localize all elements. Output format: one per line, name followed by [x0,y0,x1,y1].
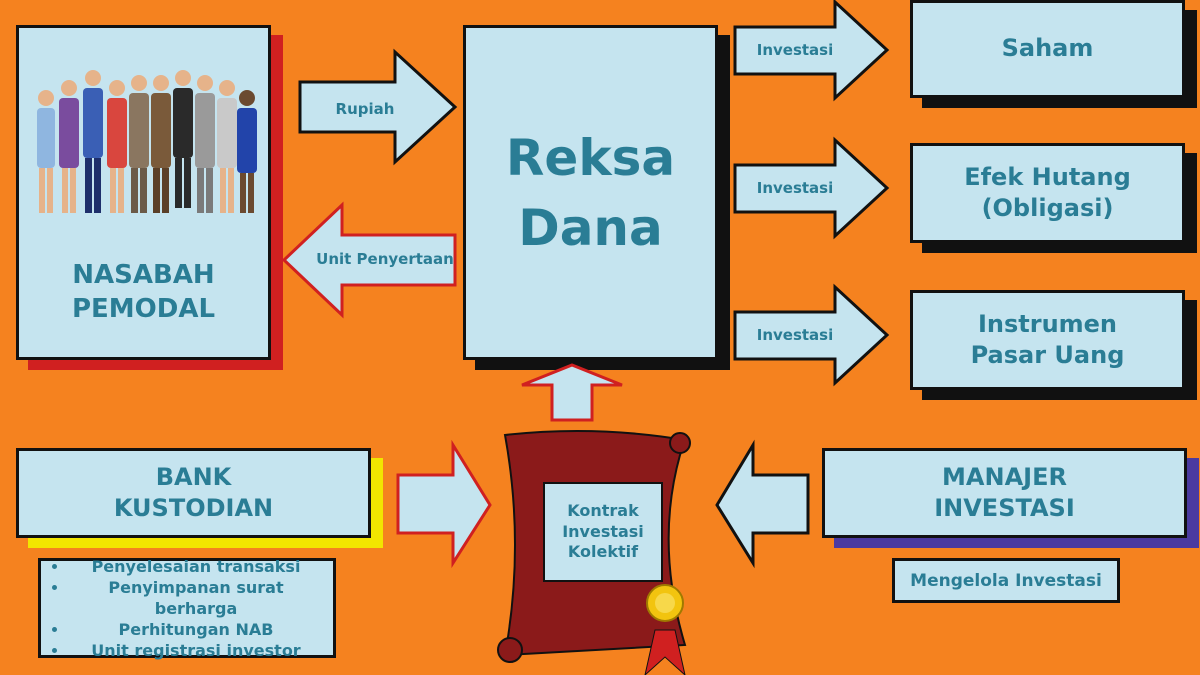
reksa-dana-label: Reksa Dana [505,128,676,257]
manager-arrow [715,439,810,569]
investasi-label-3: Investasi [756,326,834,344]
custodian-label: BANK KUSTODIAN [113,462,274,522]
investasi-arrow-1 [733,0,890,102]
manager-task-box: Mengelola Investasi [892,558,1120,603]
investasi-label-2: Investasi [756,179,834,197]
target-saham-label: Saham [1001,34,1094,63]
investor-box: NASABAH PEMODAL [16,25,271,360]
manager-task-label: Mengelola Investasi [910,570,1102,591]
target-pasar-uang-label: Instrumen Pasar Uang [970,309,1125,369]
custodian-box: BANK KUSTODIAN [16,448,371,538]
list-item: Penyimpanan surat berharga [69,577,323,619]
manager-label: MANAJER INVESTASI [934,462,1075,522]
custodian-tasks-list: Penyelesaian transaksi Penyimpanan surat… [41,550,333,667]
list-item: Unit registrasi investor [69,640,323,661]
target-pasar-uang-box: Instrumen Pasar Uang [910,290,1185,390]
target-obligasi-box: Efek Hutang (Obligasi) [910,143,1185,243]
reksa-dana-box: Reksa Dana [463,25,718,360]
list-item: Penyelesaian transaksi [69,556,323,577]
target-obligasi-label: Efek Hutang (Obligasi) [964,162,1131,222]
unit-label: Unit Penyertaan [316,250,454,268]
manager-box: MANAJER INVESTASI [822,448,1187,538]
contract-up-arrow [521,363,623,422]
rupiah-label: Rupiah [335,100,395,118]
contract-label: Kontrak Investasi Kolektif [562,500,644,562]
investasi-arrow-2 [733,136,890,240]
target-saham-box: Saham [910,0,1185,98]
custodian-arrow [396,439,492,569]
investasi-label-1: Investasi [756,41,834,59]
rupiah-arrow [298,48,458,166]
list-item: Perhitungan NAB [69,619,323,640]
contract-box: Kontrak Investasi Kolektif [543,482,663,582]
investor-label: NASABAH PEMODAL [71,260,216,325]
investors-group-icon [37,70,257,213]
investasi-arrow-3 [733,283,890,387]
unit-arrow [281,201,457,319]
custodian-tasks-box: Penyelesaian transaksi Penyimpanan surat… [38,557,336,660]
